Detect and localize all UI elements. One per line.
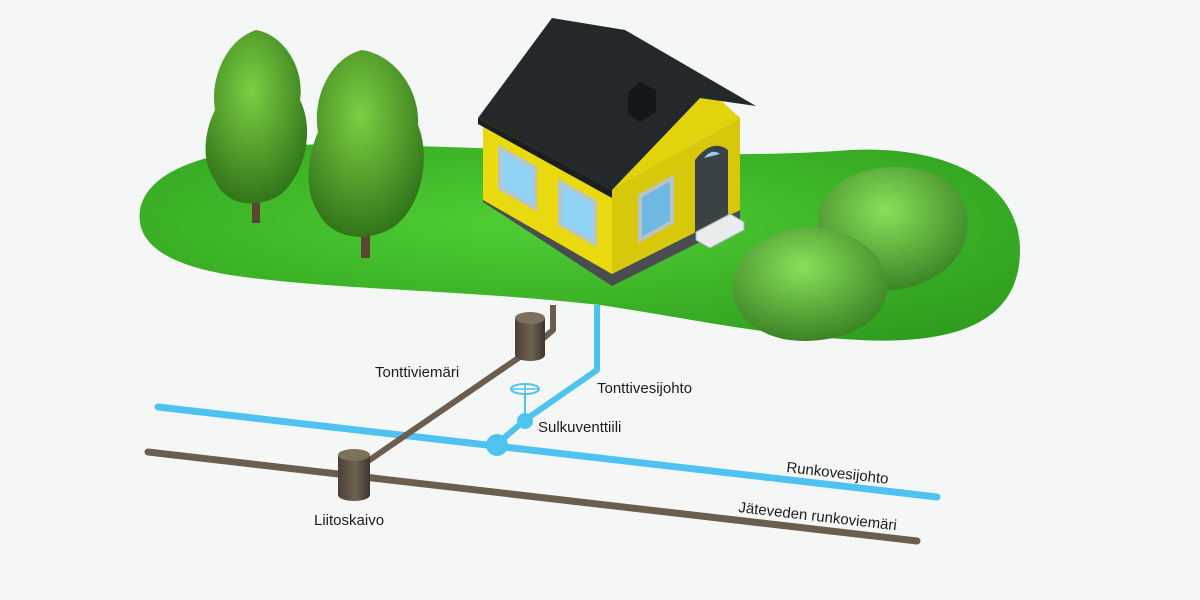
valve-body — [517, 413, 533, 429]
water-junction — [486, 434, 508, 456]
bush-front — [732, 227, 888, 341]
roof — [478, 18, 756, 190]
shutoff-valve — [510, 383, 540, 429]
house — [478, 18, 756, 286]
label-tonttivesijohto: Tonttivesijohto — [597, 380, 692, 397]
window-front-left — [498, 144, 537, 212]
connection-well — [338, 449, 370, 501]
label-liitoskaivo: Liitoskaivo — [314, 512, 384, 529]
label-sulkuventtiili: Sulkuventtiili — [538, 419, 621, 436]
tree-crown — [308, 50, 424, 237]
tree-right — [308, 50, 424, 258]
window-front-right — [558, 178, 597, 248]
front-door — [695, 145, 728, 240]
tree-crown — [205, 30, 308, 204]
chimney — [628, 82, 656, 122]
tree-left — [205, 30, 308, 223]
bushes — [732, 166, 968, 341]
label-tonttiviemari: Tonttiviemäri — [375, 364, 459, 381]
door-window — [704, 151, 720, 158]
house-inspection-well — [515, 312, 545, 361]
roof-eave — [478, 118, 612, 198]
window-side — [638, 174, 674, 244]
house-foundation — [483, 190, 740, 286]
front-steps — [695, 213, 745, 249]
water-main-pipe — [154, 403, 941, 501]
sewer-main-pipe — [144, 448, 921, 545]
tree-trunk — [252, 185, 260, 223]
property-water-pipe — [495, 305, 600, 447]
